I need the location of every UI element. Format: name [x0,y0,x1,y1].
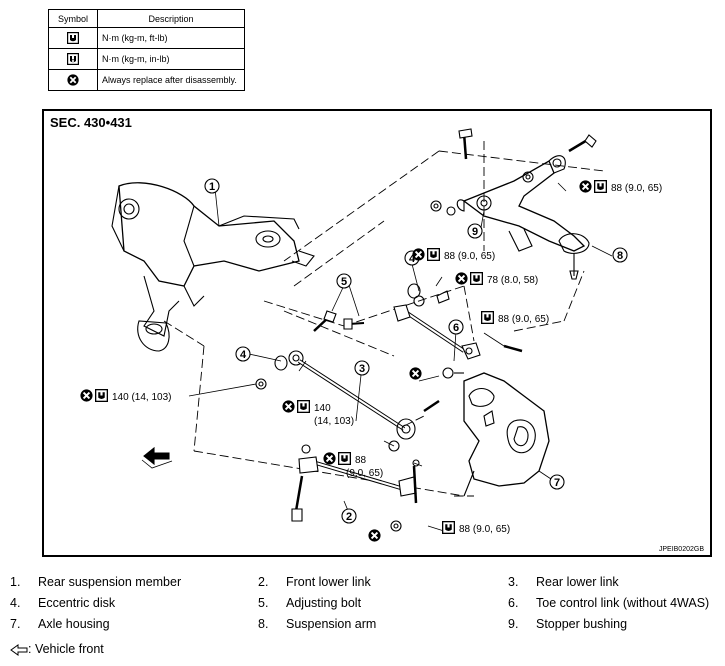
parts-list: 1.Rear suspension member 2.Front lower l… [10,575,715,638]
svg-text:(14, 103): (14, 103) [314,416,354,427]
callout-5: 5 [341,276,347,288]
part-item: 4.Eccentric disk [10,596,116,610]
exploded-diagram: SEC. 430•431 JPEIB0202GB [42,109,712,557]
callout-4-upper: 4 [409,253,416,265]
legend-header-description: Description [97,9,245,28]
torque-140-left: 140 (14, 103) [80,389,172,403]
svg-text:88: 88 [355,455,367,466]
part-item: 9.Stopper bushing [508,617,628,631]
torque-140-mid: 140 (14, 103) [282,400,354,427]
svg-text:(9.0, 65): (9.0, 65) [346,468,383,479]
legend-desc-in-lb: N·m (kg-m, in-lb) [97,48,245,70]
callout-7: 7 [554,477,560,489]
torque-78: 78 (8.0, 58) [455,272,538,286]
legend-desc-ft-lb: N·m (kg-m, ft-lb) [97,27,245,49]
part-item: 2.Front lower link [258,575,371,589]
torque-88-front: 88 (9.0, 65) [323,452,383,479]
svg-text:140 (14, 103): 140 (14, 103) [112,392,172,403]
svg-text:140: 140 [314,403,331,414]
always-replace-icon [67,74,79,86]
svg-text:78 (8.0, 58): 78 (8.0, 58) [487,275,538,286]
section-label: SEC. 430•431 [50,115,132,130]
part-item: 6.Toe control link (without 4WAS) [508,596,710,610]
vehicle-front-legend: : Vehicle front [10,642,104,656]
callout-9: 9 [472,226,478,238]
callout-2: 2 [346,511,352,523]
replace-marks [368,367,422,542]
legend-desc-replace: Always replace after disassembly. [97,69,245,91]
torque-top: 88 (9.0, 65) [579,180,662,194]
legend-header-symbol: Symbol [48,9,98,28]
torque-88-bottom: 88 (9.0, 65) [442,521,510,535]
callout-3: 3 [359,363,365,375]
vehicle-front-arrow-icon [10,643,28,656]
svg-text:88 (9.0, 65): 88 (9.0, 65) [444,251,495,262]
symbol-legend: Symbol Description N·m (kg-m, ft-lb) N·m… [48,9,245,91]
figure-code: JPEIB0202GB [658,546,704,553]
callout-6: 6 [453,322,459,334]
suspension-drawing: 1 2 3 4 4 5 6 7 8 9 88 (9.0, 65) 88 (9.0… [80,128,662,542]
vehicle-front-label: : Vehicle front [28,642,104,656]
callout-1: 1 [209,181,215,193]
part-item: 3.Rear lower link [508,575,619,589]
torque-stopper: 88 (9.0, 65) [412,248,495,262]
torque-ft-lb-icon [67,32,79,44]
part-item: 7.Axle housing [10,617,110,631]
part-item: 8.Suspension arm [258,617,377,631]
svg-text:88 (9.0, 65): 88 (9.0, 65) [611,183,662,194]
torque-in-lb-icon [67,53,79,65]
svg-text:88 (9.0, 65): 88 (9.0, 65) [498,314,549,325]
part-item: 1.Rear suspension member [10,575,182,589]
callout-8: 8 [617,250,623,262]
svg-text:88 (9.0, 65): 88 (9.0, 65) [459,524,510,535]
part-item: 5.Adjusting bolt [258,596,362,610]
torque-toe-link: 88 (9.0, 65) [481,311,549,325]
callout-4-lower: 4 [240,349,247,361]
